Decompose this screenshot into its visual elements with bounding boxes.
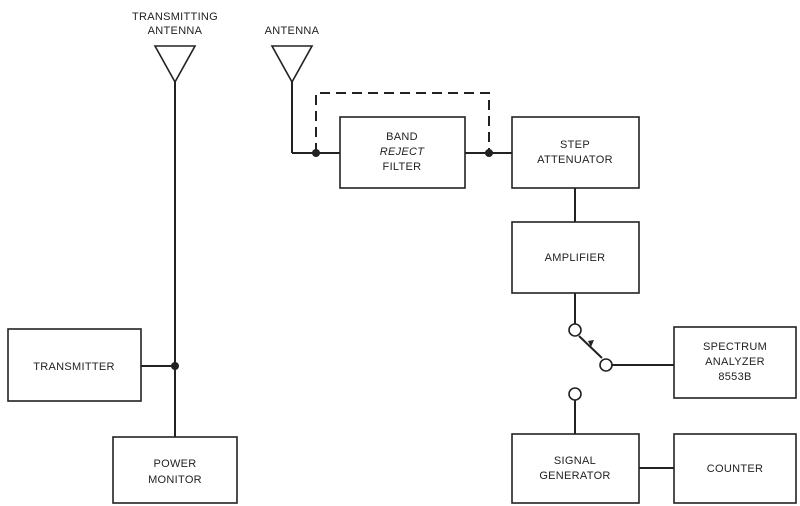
amplifier-block	[511, 221, 640, 294]
amplifier-label: AMPLIFIER	[545, 252, 606, 264]
step-attenuator-label-line1: STEP	[560, 139, 590, 151]
switch-arm	[578, 335, 603, 359]
band-reject-filter-label-line3: FILTER	[383, 161, 422, 173]
switch-lower-terminal	[568, 387, 582, 401]
power-monitor-label-line2: MONITOR	[148, 474, 202, 486]
spectrum-analyzer-block	[673, 326, 797, 399]
step-attenuator-block	[511, 116, 640, 189]
antenna-label: ANTENNA	[265, 25, 320, 37]
switch-arm-arrow	[588, 340, 594, 347]
antenna-icon	[270, 45, 314, 84]
filter-output-junction-dot	[485, 149, 493, 157]
switch-right-terminal	[599, 358, 613, 372]
power-monitor-block	[112, 436, 238, 504]
transmitting-antenna-label-line1: TRANSMITTING	[132, 11, 218, 23]
spectrum-analyzer-label-line3: 8553B	[718, 371, 751, 383]
transmitter-block	[7, 328, 142, 402]
transmitting-antenna-label-line2: ANTENNA	[148, 25, 203, 37]
filter-bypass-dashed-line	[315, 92, 490, 153]
band-reject-filter-label-line1: BAND	[386, 131, 418, 143]
signal-generator-label-line1: SIGNAL	[554, 455, 596, 467]
band-reject-filter-label-line2: REJECT	[380, 146, 426, 158]
counter-label: COUNTER	[707, 463, 764, 475]
spectrum-analyzer-label-line2: ANALYZER	[705, 356, 765, 368]
step-attenuator-label-line2: ATTENUATOR	[537, 154, 613, 166]
spectrum-analyzer-label-line1: SPECTRUM	[703, 341, 767, 353]
switch-upper-terminal	[568, 323, 582, 337]
counter-block	[673, 433, 797, 504]
power-monitor-label-line1: POWER	[153, 458, 196, 470]
transmitting-antenna-icon	[153, 45, 197, 84]
signal-generator-block	[511, 433, 640, 504]
transmitter-junction-dot	[171, 362, 179, 370]
signal-generator-label-line2: GENERATOR	[539, 470, 610, 482]
transmitter-label: TRANSMITTER	[33, 361, 115, 373]
band-reject-filter-block	[339, 116, 466, 189]
